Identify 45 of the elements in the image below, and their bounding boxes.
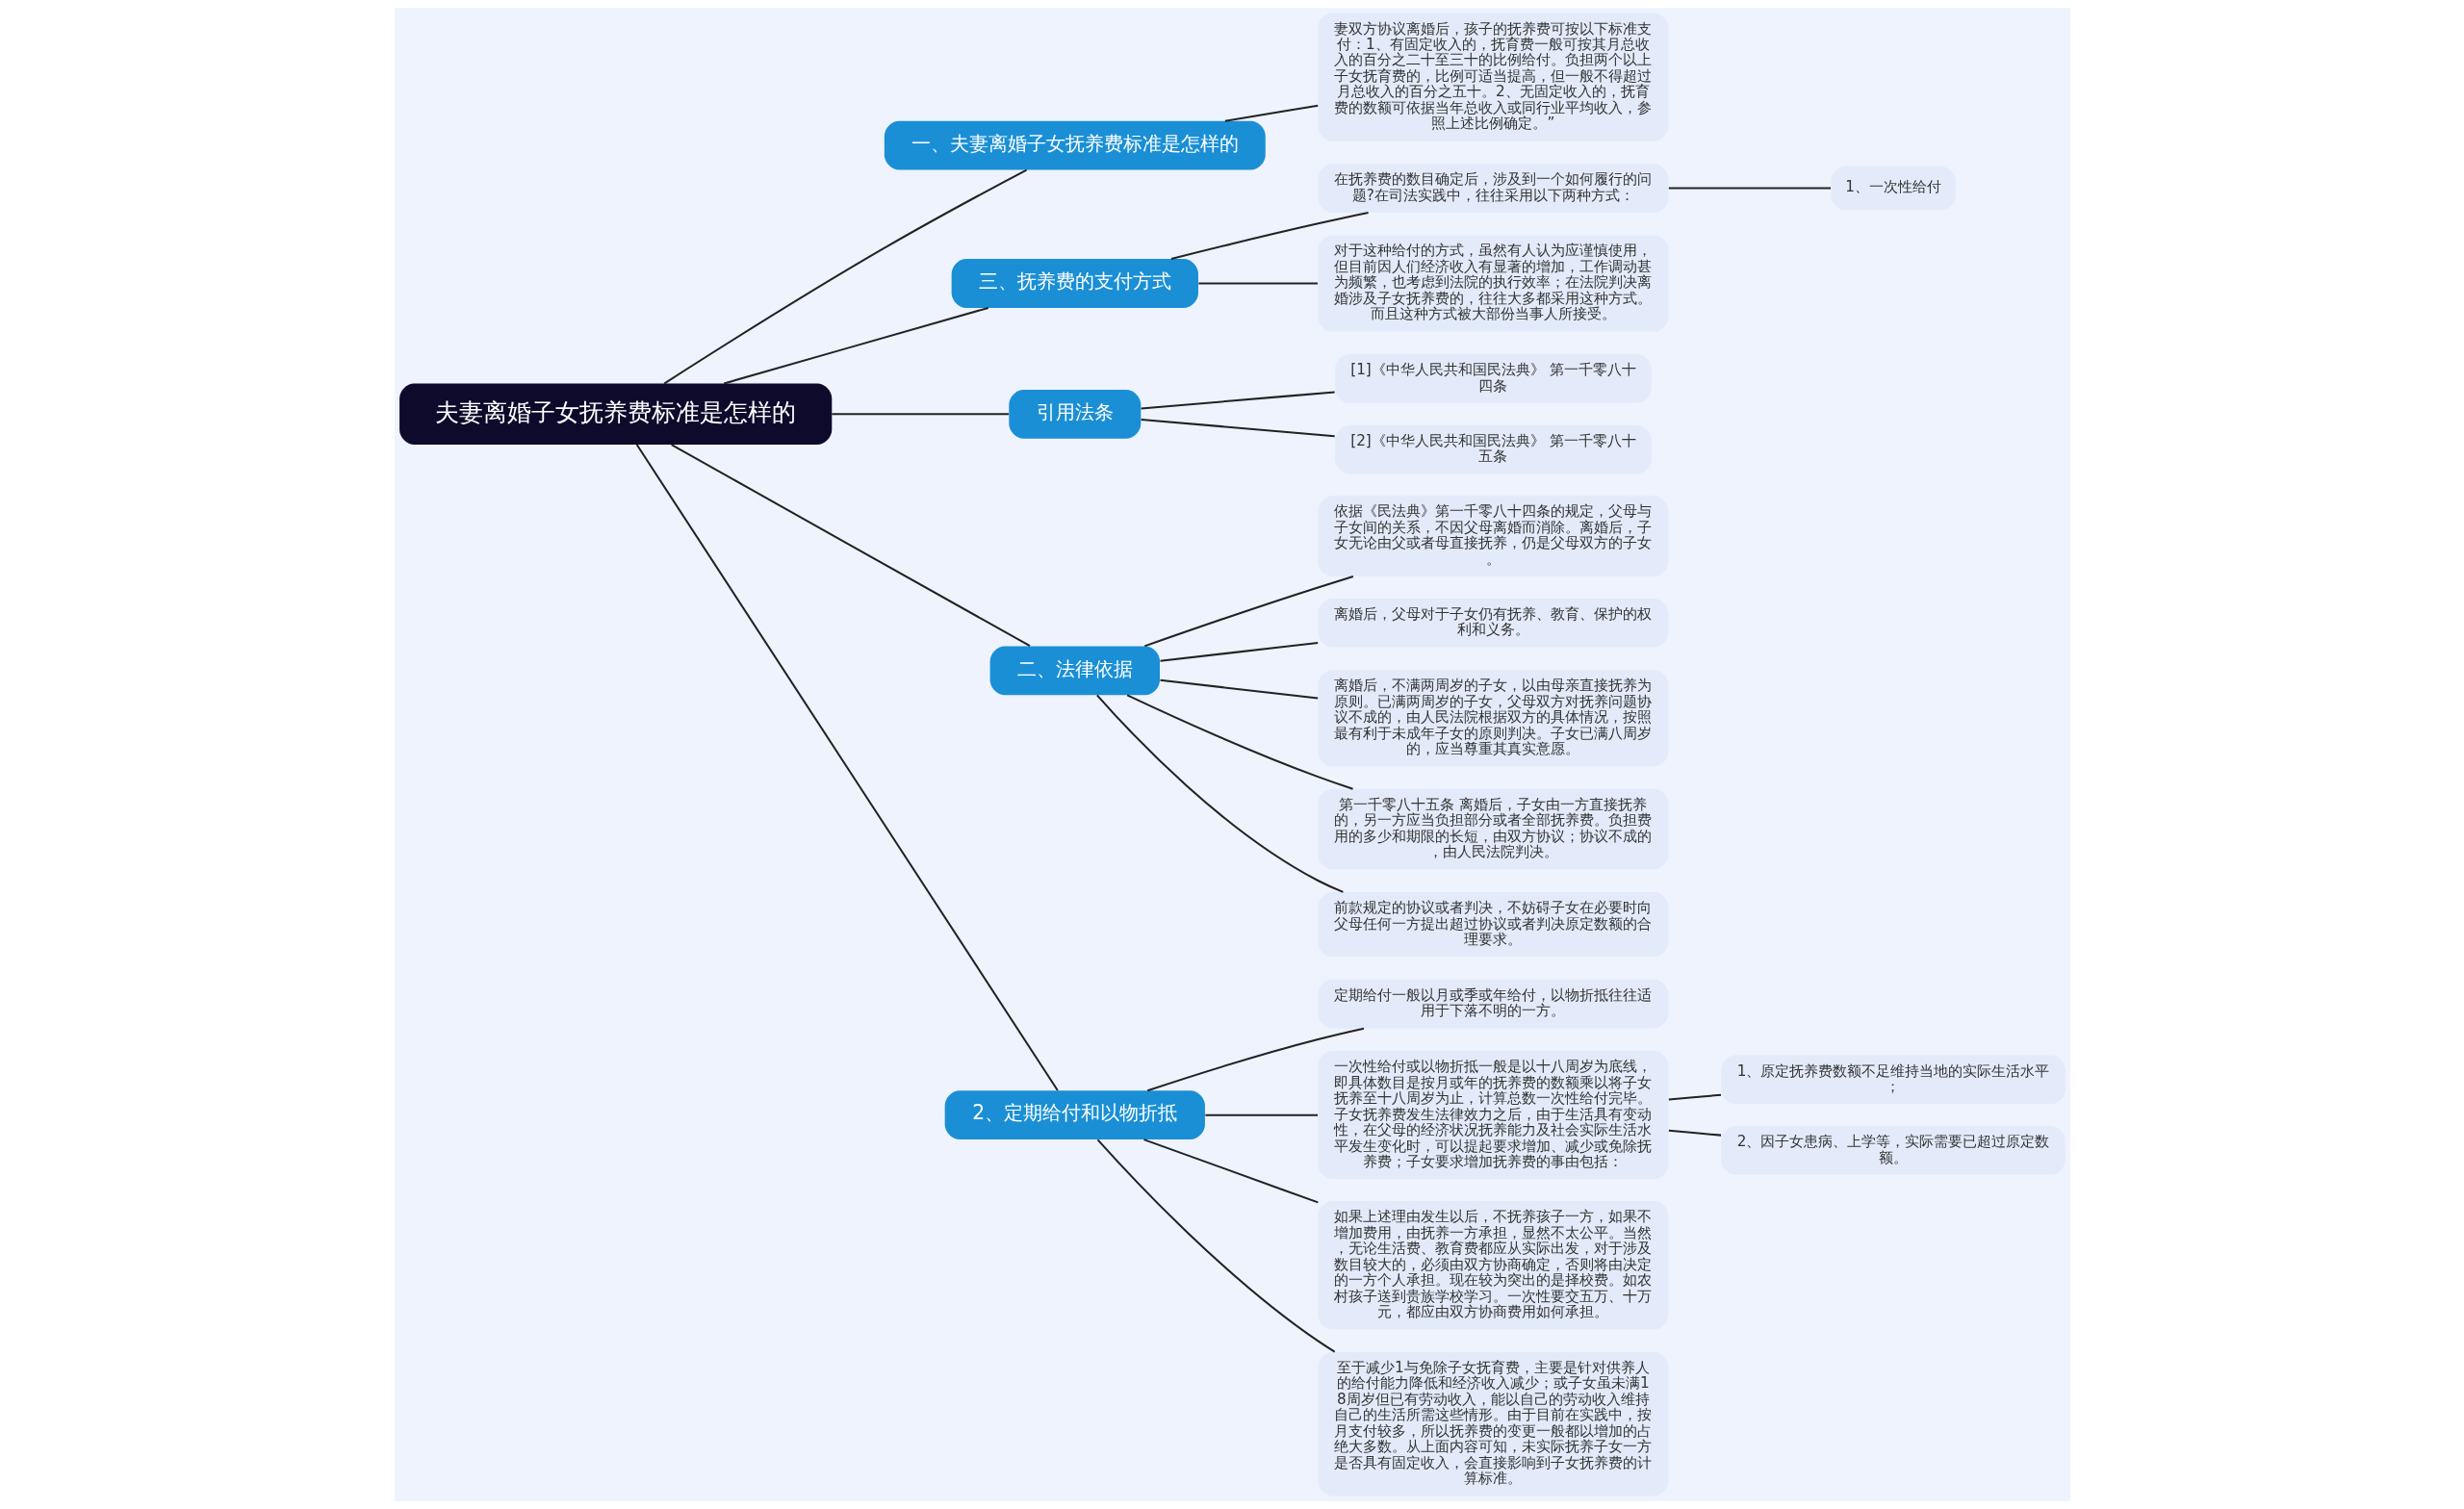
node-box: 第一千零八十五条 离婚后，子女由一方直接抚养的，另一方应当负担部分或者全部抚养费。负担费用的多少和期限的长短，由双方协议；协议不成的，由人民法院判决。 <box>1317 788 1668 870</box>
connector <box>831 413 1009 416</box>
node-box: 二、法律依据 <box>989 646 1160 696</box>
connector <box>1095 694 1344 893</box>
connector <box>1204 1113 1318 1116</box>
connector <box>1141 391 1335 410</box>
node-box: 在抚养费的数目确定后，涉及到一个如何履行的问题?在司法实践中，往往采用以下两种方式： <box>1317 164 1668 213</box>
connector <box>635 444 1059 1091</box>
node-box: 1、一次性给付 <box>1830 166 1956 211</box>
node-box: 离婚后，父母对于子女仍有抚养、教育、保护的权利和义务。 <box>1317 598 1668 648</box>
connector <box>1096 1138 1335 1353</box>
connector <box>1146 1027 1364 1092</box>
node-box: 2、定期给付和以物折抵 <box>944 1090 1205 1140</box>
node-box: [1]《中华人民共和国民法典》 第一千零八十四条 <box>1334 354 1652 403</box>
node-box: 定期给付一般以月或季或年给付，以物折抵往往适用于下落不明的一方。 <box>1317 979 1668 1029</box>
connector <box>1668 1093 1721 1101</box>
connector <box>1668 187 1831 190</box>
connector <box>1668 1129 1721 1137</box>
connector <box>1142 1138 1319 1204</box>
connector <box>1159 642 1318 662</box>
connector <box>1141 419 1335 438</box>
node-box: 夫妻离婚子女抚养费标准是怎样的 <box>398 383 832 445</box>
node-box: 一、夫妻离婚子女抚养费标准是怎样的 <box>884 120 1266 170</box>
connector <box>1170 212 1369 260</box>
connector <box>1143 575 1353 648</box>
node-box: 如果上述理由发生以后，不抚养孩子一方，如果不增加费用，由抚养一方承担，显然不太公平。当然，无论生活费、教育费都应从实际出发，对于涉及数目较大的，必须由双方协商确定，否则将由决定的一方个人承担。现在较为突出的是择校费。如农村孩子送到贵族学校学习。一次性要交五万、十万元，都应由双方协商费用如何承担。 <box>1317 1201 1668 1330</box>
node-box: 1、原定抚养费数额不足维持当地的实际生活水平； <box>1720 1055 2066 1105</box>
connector <box>1159 678 1318 700</box>
node-box: 前款规定的协议或者判决，不妨碍子女在必要时向父母任何一方提出超过协议或者判决原定数额的合理要求。 <box>1317 892 1668 958</box>
connector <box>670 444 1030 648</box>
node-box: 依据《民法典》第一千零八十四条的规定，父母与子女间的关系，不因父母离婚而消除。离婚后，子女无论由父或者母直接抚养，仍是父母双方的子女。 <box>1317 496 1668 577</box>
node-box: 一次性给付或以物折抵一般是以十八周岁为底线，即具体数目是按月或年的抚养费的数额乘以将子女抚养至十八周岁为止，计算总数一次性给付完毕。子女抚养费发生法律效力之后，由于生活具有变动性，在父母的经济状况抚养能力及社会实际生活水平发生变化时，可以提起要求增加、减少或免除抚养费；子女要求增加抚养费的事由包括： <box>1317 1051 1668 1180</box>
node-box: [2]《中华人民共和国民法典》 第一千零八十五条 <box>1334 424 1652 474</box>
connector <box>723 306 988 385</box>
node-box: 引用法条 <box>1008 389 1141 439</box>
connector <box>1224 104 1318 122</box>
node-box: 2、因子女患病、上学等，实际需要已超过原定数额。 <box>1720 1126 2066 1175</box>
connector <box>1197 282 1318 285</box>
connector <box>663 168 1027 385</box>
node-box: 对于这种给付的方式，虽然有人认为应谨慎使用，但目前因人们经济收入有显著的增加，工作调动甚为频繁，也考虑到法院的执行效率；在法院判决离婚涉及子女抚养费的，往往大多都采用这种方式。而且这种方式被大部份当事人所接受。 <box>1317 235 1668 332</box>
node-box: 离婚后，不满两周岁的子女，以由母亲直接抚养为原则。已满两周岁的子女，父母双方对抚养问题协议不成的，由人民法院根据双方的具体情况，按照最有利于未成年子女的原则判决。子女已满八周岁的，应当尊重其真实意愿。 <box>1317 670 1668 767</box>
node-box: 妻双方协议离婚后，孩子的抚养费可按以下标准支付：1、有固定收入的，抚育费一般可按其月总收入的百分之二十至三十的比例给付。负担两个以上子女抚育费的，比例可适当提高，但一般不得超过月总收入的百分之五十。2、无固定收入的，抚育费的数额可依据当年总收入或同行业平均收入，参照上述比例确定。” <box>1317 13 1668 141</box>
node-box: 三、抚养费的支付方式 <box>951 259 1198 308</box>
connector <box>1126 694 1353 790</box>
node-box: 至于减少1与免除子女抚育费，主要是针对供养人的给付能力降低和经济收入减少；或子女虽未满18周岁但已有劳动收入，能以自己的劳动收入维持自己的生活所需这些情形。由于目前在实践中，按月支付较多，所以抚养费的变更一般都以增加的占绝大多数。从上面内容可知，未实际抚养子女一方是否具有固定收入，会直接影响到子女抚养费的计算标准。 <box>1317 1351 1668 1496</box>
